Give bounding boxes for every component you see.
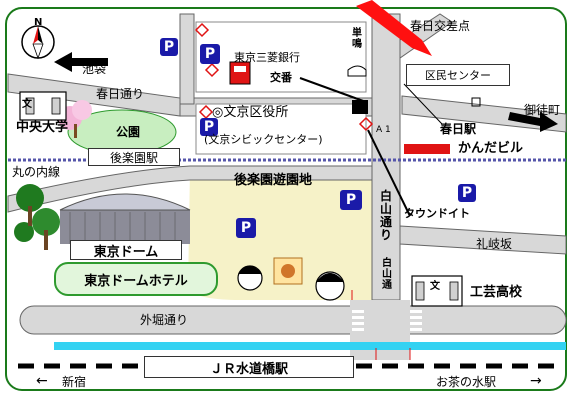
okachimachi-label: 御徒町 — [524, 103, 561, 117]
tokyo-dome-hotel-box: 東京ドームホテル — [54, 262, 218, 296]
face-icon — [237, 265, 345, 301]
bank-icon — [347, 65, 367, 77]
reikisaka-road — [399, 225, 567, 255]
kanda-bldg-bar — [404, 144, 450, 154]
tokyo-dome-label: 東京ドーム — [93, 244, 159, 260]
jr-station-box: ＪＲ水道橋駅 — [144, 356, 354, 378]
sotobori-dori-road — [19, 305, 567, 335]
chuo-univ-label: 中央大学 — [16, 120, 69, 135]
korakuen-station-box: 後楽園駅 — [88, 148, 180, 166]
civic-center-label: (文京シビックセンター) — [204, 133, 323, 146]
kogei-hs-icon — [411, 275, 463, 307]
kasuga-station-leader — [403, 83, 443, 125]
tokyo-dome-box: 東京ドーム — [70, 240, 182, 260]
kogei-bun-label: 文 — [430, 281, 440, 292]
kogei-hs-label: 工芸高校 — [470, 285, 523, 300]
jr-station-label: ＪＲ水道橋駅 — [209, 361, 288, 377]
kasuga-station-label: 春日駅 — [440, 122, 477, 136]
koban-label: 交番 — [270, 71, 292, 84]
amusement-area — [188, 168, 372, 300]
hakusan-vert-label: 白山通 — [382, 258, 392, 291]
parking-icon: P — [236, 218, 256, 238]
trees-icon — [14, 184, 60, 250]
korakuen-amusement-label: 後楽園遊園地 — [234, 173, 313, 188]
kasuga-dori-label: 春日通り — [96, 87, 145, 101]
shinjuku-label: 新宿 — [62, 375, 87, 389]
vertical-road-west — [179, 13, 195, 105]
bunkyo-office-label: ◎文京区役所 — [212, 105, 289, 120]
town-doit-label: タウンドイト — [404, 207, 470, 220]
chuo-univ-icon — [19, 91, 67, 121]
chuo-bun-label: 文 — [22, 99, 32, 110]
parking-icon: P — [200, 118, 218, 136]
parking-icon: P — [160, 38, 178, 56]
kumin-center-box: 区民センター — [406, 64, 510, 86]
kumin-marker — [471, 97, 481, 107]
gas-station-icon — [229, 61, 251, 85]
jr-rail-band — [54, 342, 566, 350]
tokyo-dome-icon — [59, 193, 191, 244]
arrow-right-icon: → — [530, 373, 542, 389]
tokyo-mitsubishi-label: 東京三菱銀行 — [234, 51, 300, 64]
parking-icon: P — [200, 44, 220, 64]
tokyo-dome-hotel-label: 東京ドームホテル — [84, 273, 188, 289]
kanda-bldg-label: かんだビル — [458, 141, 524, 156]
arrow-left-icon: ← — [36, 373, 48, 389]
north-label: N — [34, 17, 43, 28]
bank-block — [195, 21, 367, 93]
sotobori-dori-label: 外堀通り — [140, 313, 189, 327]
town-doit-leader — [367, 129, 411, 217]
signal-icon — [352, 100, 368, 114]
reikisaka-label: 礼岐坂 — [476, 237, 513, 251]
a1-label: A 1 — [376, 125, 391, 135]
red-arrow-icon — [356, 0, 432, 56]
parking-icon: P — [458, 184, 476, 202]
tanpaku-label: 単鳴 — [352, 28, 362, 50]
compass-icon — [21, 25, 55, 60]
korakuen-station-label: 後楽園駅 — [109, 150, 158, 165]
carousel-icon — [273, 257, 303, 285]
hakusan-dori-label: 白山通り — [380, 189, 393, 242]
ochanomizu-label: お茶の水駅 — [436, 375, 497, 389]
ikebukuro-arrow-icon — [54, 52, 108, 72]
korakuen-road — [7, 165, 373, 213]
marunouchi-label: 丸の内線 — [12, 165, 61, 179]
kumin-center-label: 区民センター — [425, 69, 491, 82]
park-label: 公園 — [116, 125, 141, 139]
kasuga-intersection-label: 春日交差点 — [410, 19, 471, 33]
crosswalks — [352, 310, 422, 331]
city-office-block — [195, 103, 367, 155]
ikebukuro-label: 池袋 — [82, 62, 107, 76]
parking-icon: P — [340, 190, 362, 210]
okachimachi-arrow-icon — [508, 112, 558, 132]
koban-leader — [299, 77, 367, 103]
